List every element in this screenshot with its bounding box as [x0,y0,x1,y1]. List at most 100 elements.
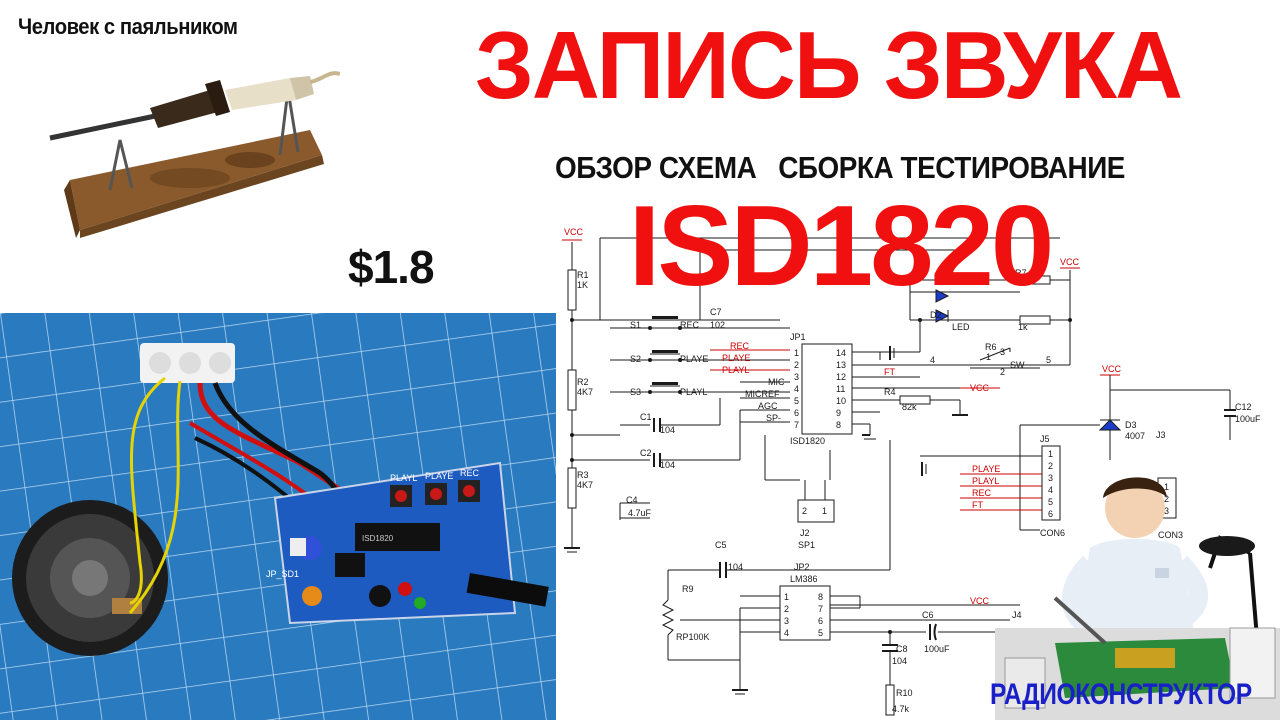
main-title: ЗАПИСЬ ЗВУКА [474,12,1183,119]
ic1-pin-8: 8 [836,420,841,430]
ic1-pin-11: 11 [836,384,845,394]
r3-ref: R3 [577,470,589,480]
c5-value: 104 [728,562,743,572]
ic1-pin-7: 7 [794,420,799,430]
vcc-label-left: VCC [564,227,584,237]
c4-value: 4.7uF [628,508,652,518]
c12-ref: C12 [1235,402,1252,412]
ic2-pin-1: 1 [784,592,789,602]
ic1-pin-10: 10 [836,396,846,406]
r2-ref: R2 [577,377,589,387]
vcc-label-right: VCC [1060,257,1080,267]
ic1-pin-12: 12 [836,372,846,382]
ic1-pin-14: 14 [836,348,846,358]
j2-pin-2: 2 [802,506,807,516]
j2-pin-1: 1 [822,506,827,516]
ic1-pin-6: 6 [794,408,799,418]
technician-illustration [995,477,1280,720]
net-ft: FT [884,367,895,377]
module-photo: PLAYL PLAYE REC JP_SD1 ISD1820 [0,313,556,720]
technician-coat [1075,539,1195,638]
board-btn-rec: REC [460,468,480,478]
sw-pin-2: 2 [1000,367,1005,377]
j5-net-playe: PLAYE [972,464,1000,474]
r6-ref: R6 [985,342,997,352]
net-rec: REC [730,341,750,351]
vcc-label-d3: VCC [1102,364,1122,374]
s2-ref: S2 [630,354,641,364]
j5-pin-5: 5 [1048,497,1053,507]
ic2-pin-3: 3 [784,616,789,626]
j3-pin-1: 1 [1164,482,1169,492]
j3-pin-3: 3 [1164,506,1169,516]
ic1-pin-13: 13 [836,360,846,370]
j3-name: CON3 [1158,530,1183,540]
d2-ref: D2 [930,310,942,320]
c8-ref: C8 [896,644,908,654]
j5-pin-2: 2 [1048,461,1053,471]
ic1-pin-3: 3 [794,372,799,382]
c5-ref: C5 [715,540,727,550]
r4-ref: R4 [884,387,896,397]
s2-label: PLAYE [680,354,708,364]
r9-value: RP100K [676,632,710,642]
c8-value: 104 [892,656,907,666]
sw-pin-4: 4 [930,355,935,365]
s1-ref: S1 [630,320,641,330]
j2-name: SP1 [798,540,815,550]
channel-name: Человек с паяльником [18,14,238,39]
net-sp: SP- [766,413,781,423]
c7-value: 102 [710,320,725,330]
c6-ref: C6 [922,610,934,620]
chip-title: ISD1820 [628,183,1055,310]
jp2-ref: JP2 [794,562,810,572]
r10-value: 4.7k [892,704,910,714]
ic2-pin-2: 2 [784,604,789,614]
price-label: $1.8 [348,241,435,293]
jp1-ref: JP1 [790,332,806,342]
jp2-name: LM386 [790,574,818,584]
j4-ref: J4 [1012,610,1022,620]
c1-ref: C1 [640,412,652,422]
r9-ref: R9 [682,584,694,594]
j3-pin-2: 2 [1164,494,1169,504]
net-agc: AGC [758,401,778,411]
net-playe: PLAYE [722,353,750,363]
ic1-pin-4: 4 [794,384,799,394]
ic2-pin-8: 8 [818,592,823,602]
brand-label: РАДИОКОНСТРУКТОР [990,678,1252,711]
ic2-pin-6: 6 [818,616,823,626]
j5-name: CON6 [1040,528,1065,538]
jp1-name: ISD1820 [790,436,825,446]
iron-handle [225,78,296,110]
isd1820-chip [355,523,440,551]
d2-label: LED [952,322,970,332]
d3-label: 4007 [1125,431,1145,441]
j3-ref: J3 [1156,430,1166,440]
c4-ref: C4 [626,495,638,505]
board-chip-label: ISD1820 [362,534,394,543]
j5-pin-4: 4 [1048,485,1053,495]
j5-ref: J5 [1040,434,1050,444]
technician-head [1105,478,1165,538]
net-mic: MIC [768,377,785,387]
j5-pin-1: 1 [1048,449,1053,459]
net-micref: MICREF [745,389,780,399]
r10-ref: R10 [896,688,913,698]
sw-pin-3: 3 [1000,347,1005,357]
ic1-pin-1: 1 [794,348,799,358]
c7-ref: C7 [710,307,722,317]
c2-value: 104 [660,460,675,470]
r7-value: 1k [1018,322,1028,332]
j5-net-ft: FT [972,500,983,510]
board-btn-playl: PLAYL [390,473,417,483]
s3-label: PLAYL [680,387,707,397]
ic2-pin-5: 5 [818,628,823,638]
ic1-pin-2: 2 [794,360,799,370]
c1-value: 104 [660,425,675,435]
c12-value: 100uF [1235,414,1261,424]
c2-ref: C2 [640,448,652,458]
subtitle: ОБЗОР СХЕМА СБОРКА ТЕСТИРОВАНИЕ [555,150,1125,185]
r1-value: 1K [577,280,588,290]
r7-ref: R7 [1015,268,1027,278]
